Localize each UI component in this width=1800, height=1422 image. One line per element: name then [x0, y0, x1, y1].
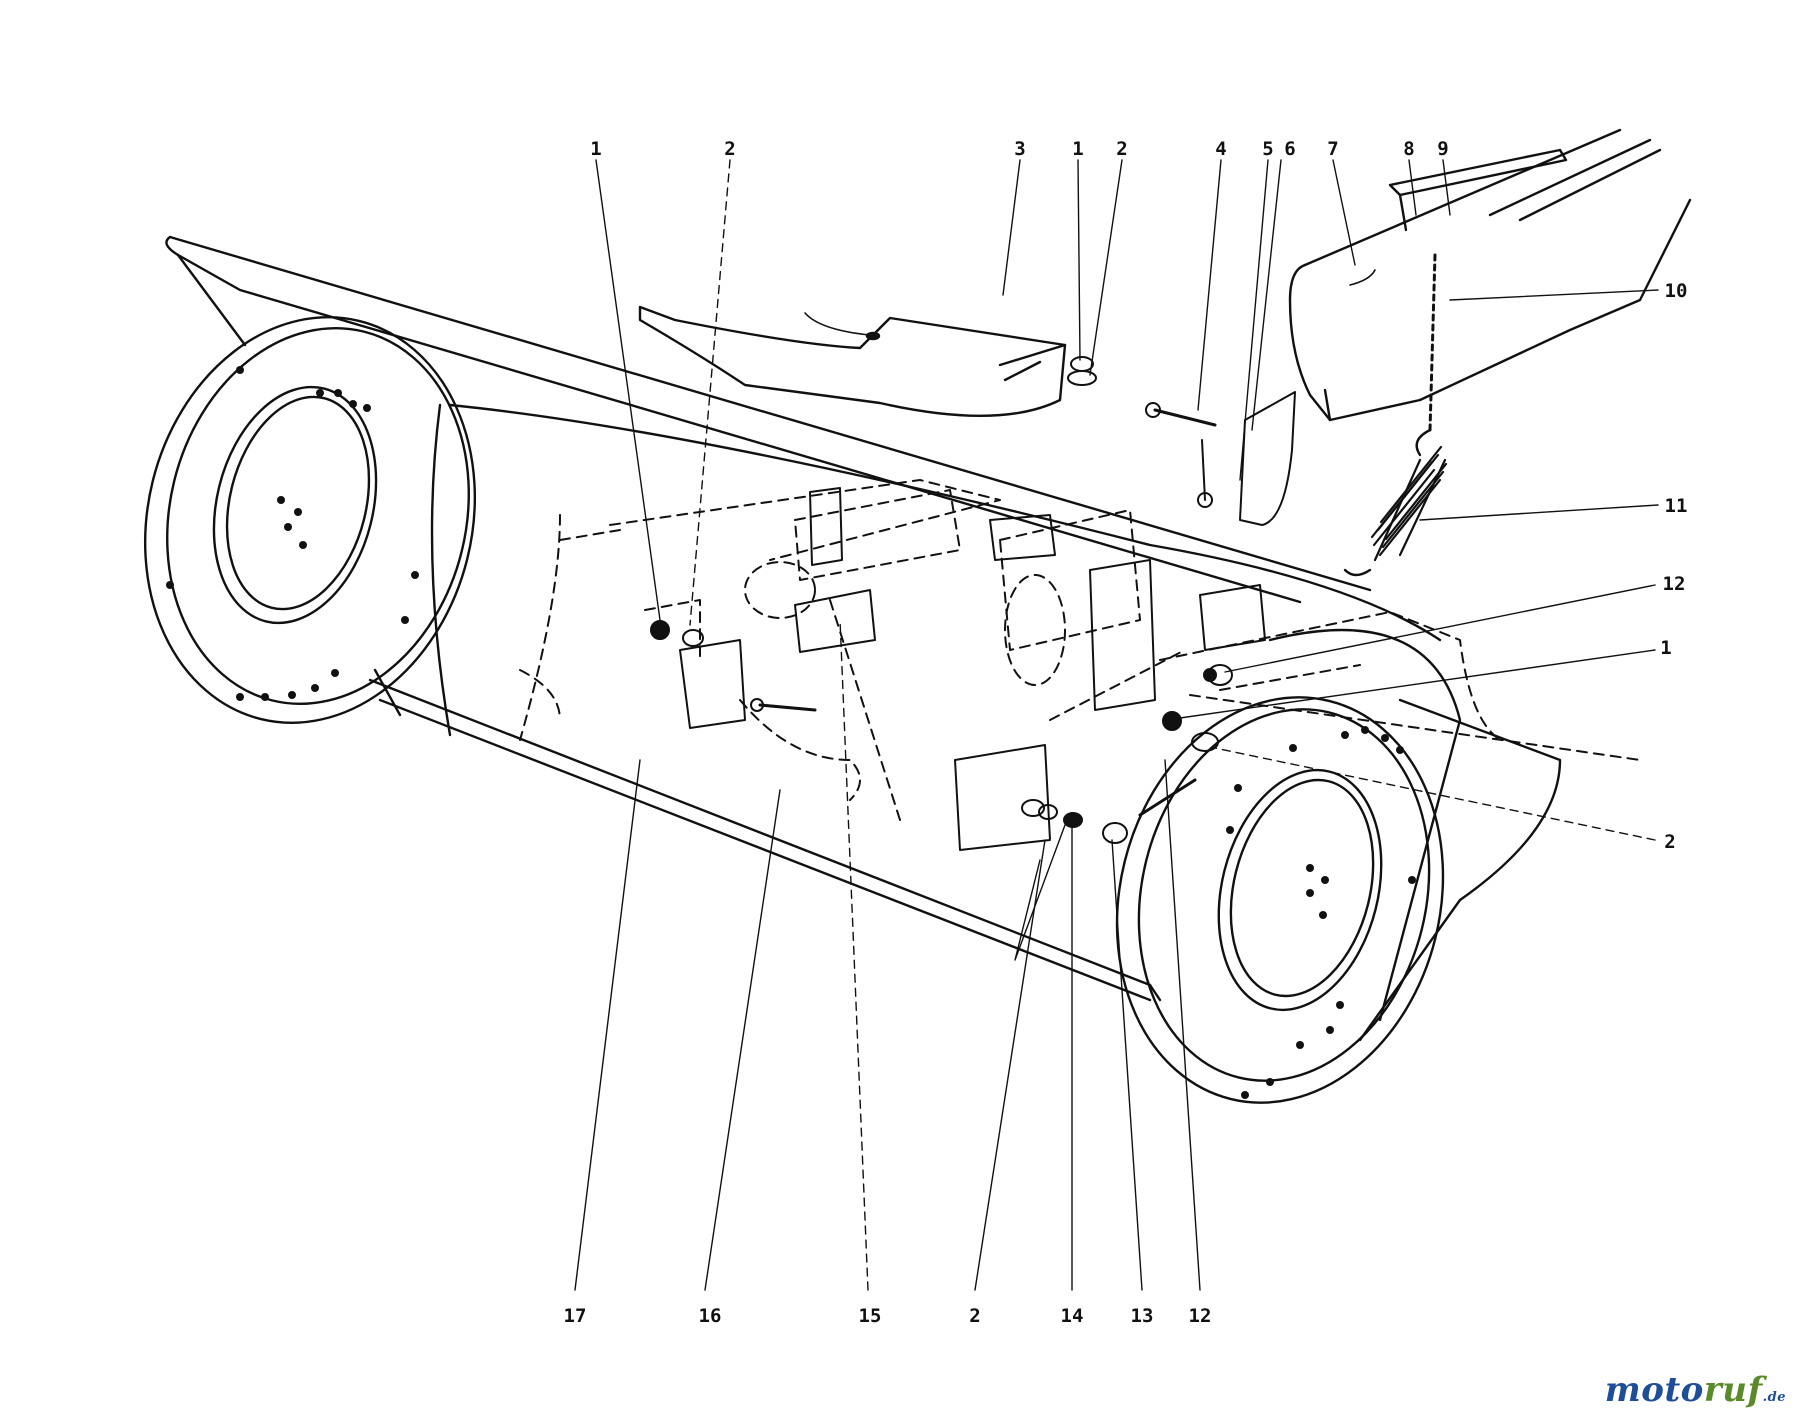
left-skid-plate: [143, 316, 477, 724]
right-skid-plate: [1115, 628, 1562, 1104]
callout-2: 2: [1664, 831, 1675, 853]
hardware: [650, 356, 1296, 844]
callout-10: 10: [1665, 280, 1688, 302]
watermark-logo: motoruf.de: [1605, 1370, 1786, 1410]
callout-7: 7: [1327, 138, 1338, 160]
callout-11: 11: [1665, 495, 1688, 517]
callout-15: 15: [859, 1305, 882, 1327]
tractor-frame: [1288, 128, 1692, 422]
callout-17: 17: [564, 1305, 587, 1327]
callout-2: 2: [724, 138, 735, 160]
callouts: 1 2 3 1 2 4 5 6 7 8 9 10 11 12 1 2 17 16…: [564, 138, 1688, 1327]
leader-lines: [574, 159, 1659, 1291]
mount-brackets: [519, 479, 1641, 821]
callout-3: 3: [1014, 138, 1025, 160]
callout-12: 12: [1189, 1305, 1212, 1327]
callout-6: 6: [1284, 138, 1295, 160]
callout-12: 12: [1663, 573, 1686, 595]
callout-1: 1: [590, 138, 601, 160]
callout-14: 14: [1061, 1305, 1084, 1327]
watermark-part1: moto: [1604, 1370, 1704, 1410]
blade-housing: [165, 235, 1442, 1002]
callout-16: 16: [699, 1305, 722, 1327]
lift-arm: [638, 305, 1067, 417]
callout-1: 1: [1660, 637, 1671, 659]
callout-2: 2: [1116, 138, 1127, 160]
callout-9: 9: [1437, 138, 1448, 160]
callout-5: 5: [1262, 138, 1273, 160]
callout-1: 1: [1072, 138, 1083, 160]
watermark-tld: .de: [1762, 1390, 1786, 1405]
watermark-part2: ruf: [1703, 1370, 1763, 1410]
pivot-brackets: [679, 487, 1266, 851]
callout-2: 2: [969, 1305, 980, 1327]
callout-8: 8: [1403, 138, 1414, 160]
callout-4: 4: [1215, 138, 1226, 160]
callout-13: 13: [1131, 1305, 1154, 1327]
chain-and-spring: [1343, 253, 1448, 577]
